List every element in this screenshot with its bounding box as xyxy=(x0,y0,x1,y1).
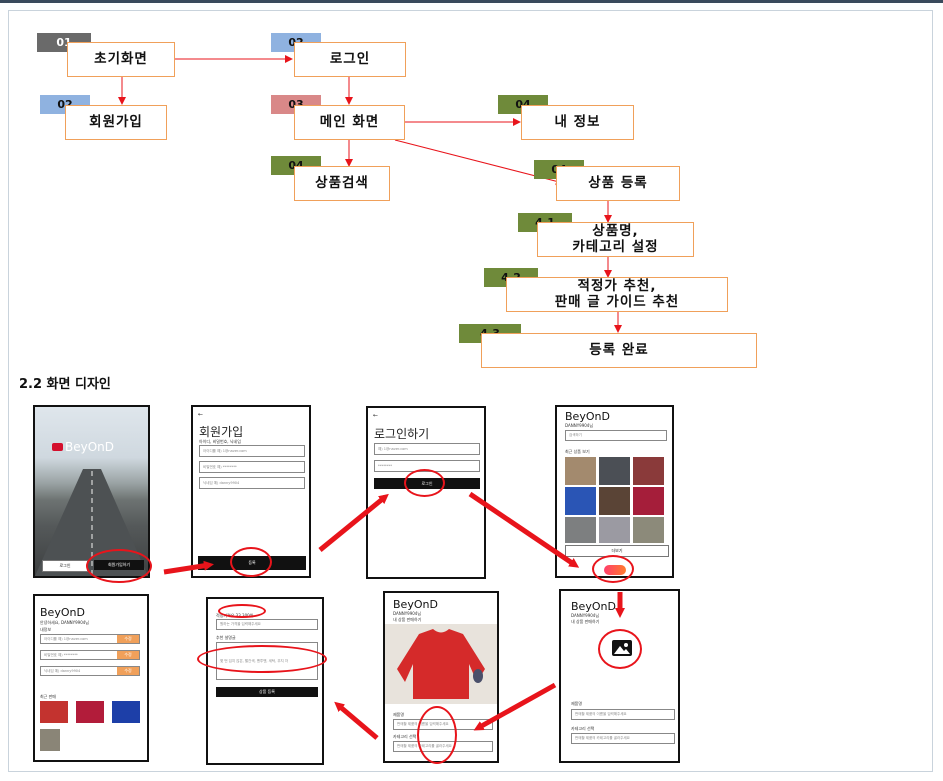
product-sub: 내 상품 판매하기 xyxy=(393,617,422,622)
node-main-screen: 메인 화면 xyxy=(294,105,405,140)
product-cat-label: 카테고리 선택 xyxy=(393,734,417,739)
highlight-product-fields xyxy=(417,706,457,764)
highlight-image-upload xyxy=(598,629,642,669)
node-my-info: 내 정보 xyxy=(521,105,634,140)
login-title: 로그인하기 xyxy=(374,427,430,441)
node-register-done: 등록 완료 xyxy=(481,333,757,368)
brand-logo: BeyOnD xyxy=(393,598,438,611)
back-icon[interactable]: ← xyxy=(198,411,204,418)
highlight-guide xyxy=(197,645,327,673)
sold-item-thumb[interactable] xyxy=(112,701,140,723)
register-cat-select[interactable]: 판매할 제품의 카테고리를 골라주세요 xyxy=(571,733,675,744)
top-border xyxy=(0,0,943,3)
myinfo-id-field[interactable]: 아이디를 예) 1@naver.com xyxy=(40,634,140,644)
node-login: 로그인 xyxy=(294,42,406,77)
screen-myinfo: BeyOnD 안녕하세요, DANNY9904님 내정보 아이디를 예) 1@n… xyxy=(33,594,149,762)
brand-logo: BeyOnD xyxy=(65,440,115,454)
highlight-price xyxy=(218,604,266,618)
node-signup: 회원가입 xyxy=(65,105,167,140)
brand-logo: BeyOnD xyxy=(571,600,616,613)
signup-title: 회원가입 xyxy=(199,425,244,439)
myinfo-section: 내정보 xyxy=(40,627,52,632)
node-price-guide: 적정가 추천, 판매 글 가이드 추천 xyxy=(506,277,728,312)
sold-item-thumb[interactable] xyxy=(40,729,60,751)
brand-logo-icon xyxy=(52,443,63,451)
edit-id-button[interactable]: 수정 xyxy=(117,635,139,643)
product-name-label: 제품명 xyxy=(393,712,405,717)
sold-item-thumb[interactable] xyxy=(76,701,104,723)
register-greeting: DANNY9904님 xyxy=(571,613,600,618)
page-frame xyxy=(8,10,933,772)
register-name-label: 제품명 xyxy=(571,701,583,706)
price-input[interactable]: 원하는 가격을 입력해주세요 xyxy=(216,619,318,630)
sold-item-thumb[interactable] xyxy=(40,701,68,723)
node-name-category: 상품명, 카테고리 설정 xyxy=(537,222,694,257)
node-initial-screen: 초기화면 xyxy=(67,42,175,77)
main-section-title: 최근 상품 보기 xyxy=(565,449,590,454)
product-thumb[interactable] xyxy=(633,487,664,515)
product-thumb[interactable] xyxy=(565,517,596,543)
product-submit-button[interactable]: 상품 등록 xyxy=(216,687,318,697)
screen-main: BeyOnD DANNY9904님 검색하기 최근 상품 보기 더보기 xyxy=(555,405,674,578)
product-thumb[interactable] xyxy=(599,517,630,543)
sweater-illustration xyxy=(397,629,485,699)
highlight-login-submit xyxy=(404,469,445,497)
myinfo-nick-field[interactable]: 닉네임 예) danny9904 xyxy=(40,666,140,676)
product-thumb[interactable] xyxy=(633,517,664,543)
product-thumb[interactable] xyxy=(599,487,630,515)
register-name-input[interactable]: 판매할 제품의 이름을 입력해주세요 xyxy=(571,709,675,720)
brand-logo: BeyOnD xyxy=(565,410,610,423)
signup-nick-field[interactable]: 닉네임 예) danny9904 xyxy=(199,477,305,489)
section-title: 2.2 화면 디자인 xyxy=(19,377,111,392)
myinfo-greeting: 안녕하세요, DANNY9904님 xyxy=(40,620,89,625)
signup-pw-field[interactable]: 비밀번호 예) ******** xyxy=(199,461,305,473)
screen-register: BeyOnD DANNY9904님 내 상품 판매하기 제품명 판매할 제품의 … xyxy=(559,589,680,763)
node-product-search: 상품검색 xyxy=(294,166,390,201)
brand-logo: BeyOnD xyxy=(40,606,85,619)
register-cat-label: 카테고리 선택 xyxy=(571,726,595,731)
myinfo-items-title: 최근 판매 xyxy=(40,694,56,699)
highlight-signup-button xyxy=(86,549,152,583)
back-icon[interactable]: ← xyxy=(373,412,379,419)
signup-subtitle: 아이디, 비밀번호, 닉네임 xyxy=(199,439,241,444)
guide-label: 추천 설명글 xyxy=(216,635,236,640)
myinfo-pw-field[interactable]: 비밀번호 예) ******** xyxy=(40,650,140,660)
main-search-input[interactable]: 검색하기 xyxy=(565,430,667,441)
login-id-field[interactable]: 예) 1@naver.com xyxy=(374,443,480,455)
product-thumb[interactable] xyxy=(599,457,630,485)
signup-id-field[interactable]: 아이디를 예) 1@naver.com xyxy=(199,445,305,457)
product-thumb[interactable] xyxy=(565,487,596,515)
screen-price-guide: 적정가격은 33,300원 원하는 가격을 입력해주세요 추천 설명글 몇 번 … xyxy=(206,597,324,765)
product-greeting: DANNY9904님 xyxy=(393,611,422,616)
login-button[interactable]: 로그인 xyxy=(42,560,88,572)
edit-pw-button[interactable]: 수정 xyxy=(117,651,139,659)
highlight-signup-submit xyxy=(230,547,272,577)
product-thumb[interactable] xyxy=(633,457,664,485)
main-greeting: DANNY9904님 xyxy=(565,423,594,428)
product-thumb[interactable] xyxy=(565,457,596,485)
edit-nick-button[interactable]: 수정 xyxy=(117,667,139,675)
node-product-register: 상품 등록 xyxy=(556,166,680,201)
register-sub: 내 상품 판매하기 xyxy=(571,619,600,624)
highlight-fab xyxy=(592,555,634,583)
